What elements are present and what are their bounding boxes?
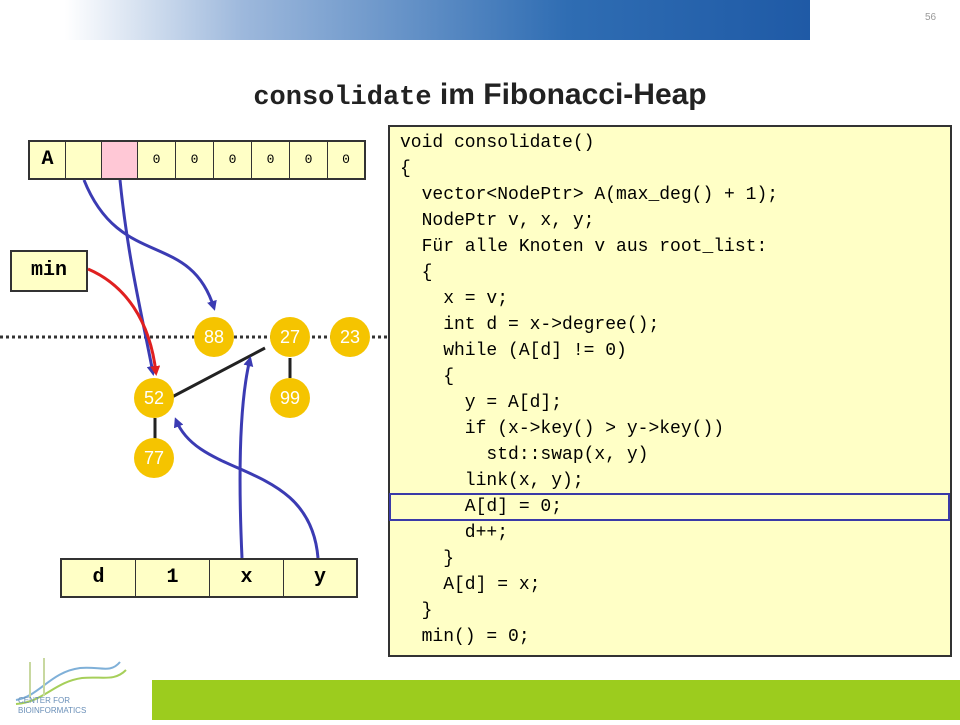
array-a-label: A bbox=[30, 142, 66, 178]
code-line: void consolidate() bbox=[400, 133, 595, 153]
code-line: y = A[d]; bbox=[400, 393, 563, 413]
var-d-value: 1 bbox=[136, 560, 210, 596]
title-text: im Fibonacci-Heap bbox=[431, 78, 707, 111]
var-d-label: d bbox=[62, 560, 136, 596]
code-line: if (x->key() > y->key()) bbox=[400, 419, 725, 439]
code-box: void consolidate() { vector<NodePtr> A(m… bbox=[388, 125, 952, 657]
logo-text: CENTER FOR BIOINFORMATICS bbox=[18, 696, 86, 716]
slide-title: consolidate im Fibonacci-Heap bbox=[0, 78, 960, 113]
min-pointer-box: min bbox=[10, 250, 88, 292]
code-line: } bbox=[400, 601, 433, 621]
array-a-cell: 0 bbox=[252, 142, 290, 178]
heap-node: 88 bbox=[194, 317, 234, 357]
code-line: std::swap(x, y) bbox=[400, 445, 649, 465]
array-a: A 0 0 0 0 0 0 bbox=[28, 140, 366, 180]
code-line: Für alle Knoten v aus root_list: bbox=[400, 237, 768, 257]
code-line: NodePtr v, x, y; bbox=[400, 211, 595, 231]
code-line: int d = x->degree(); bbox=[400, 315, 660, 335]
footer-green-bar bbox=[152, 680, 960, 720]
code-line: link(x, y); bbox=[400, 471, 584, 491]
current-line-highlight bbox=[389, 493, 950, 521]
arrow-min-to-52 bbox=[87, 267, 161, 376]
heap-node: 27 bbox=[270, 317, 310, 357]
header-gradient-bar bbox=[0, 0, 810, 40]
code-line: d++; bbox=[400, 523, 509, 543]
heap-node: 23 bbox=[330, 317, 370, 357]
page-number: 56 bbox=[925, 12, 937, 23]
logo-graphic bbox=[15, 658, 127, 705]
variables-table: d 1 x y bbox=[60, 558, 358, 598]
code-line: x = v; bbox=[400, 289, 509, 309]
arrow-a-to-88 bbox=[82, 179, 217, 311]
code-line: while (A[d] != 0) bbox=[400, 341, 627, 361]
logo-text-line: CENTER FOR bbox=[18, 696, 70, 705]
array-a-cell: 0 bbox=[176, 142, 214, 178]
array-a-cell: 0 bbox=[214, 142, 252, 178]
array-a-cell: 0 bbox=[290, 142, 328, 178]
array-a-cell: 0 bbox=[342, 152, 350, 167]
arrow-y-to-52 bbox=[173, 417, 320, 559]
array-a-cell: 0 bbox=[138, 142, 176, 178]
code-line: vector<NodePtr> A(max_deg() + 1); bbox=[400, 185, 779, 205]
heap-node: 52 bbox=[134, 378, 174, 418]
logo-text-line: BIOINFORMATICS bbox=[18, 706, 87, 715]
code-line: { bbox=[400, 367, 455, 387]
code-line: { bbox=[400, 159, 411, 179]
arrow-x-to-27 bbox=[238, 356, 254, 559]
code-line: min() = 0; bbox=[400, 627, 530, 647]
arrow-a-to-52 bbox=[118, 179, 157, 376]
code-line: { bbox=[400, 263, 433, 283]
code-line-highlighted: A[d] = 0; bbox=[400, 497, 563, 517]
var-x-label: x bbox=[210, 560, 284, 596]
heap-node: 99 bbox=[270, 378, 310, 418]
code-line: A[d] = x; bbox=[400, 575, 541, 595]
title-code: consolidate bbox=[253, 83, 432, 113]
code-line: } bbox=[400, 549, 455, 569]
center-for-bioinformatics-logo: CENTER FOR BIOINFORMATICS bbox=[10, 652, 150, 720]
heap-node: 77 bbox=[134, 438, 174, 478]
array-a-cell bbox=[66, 142, 102, 178]
var-y-label: y bbox=[313, 566, 326, 589]
array-a-cell-highlighted bbox=[102, 142, 138, 178]
